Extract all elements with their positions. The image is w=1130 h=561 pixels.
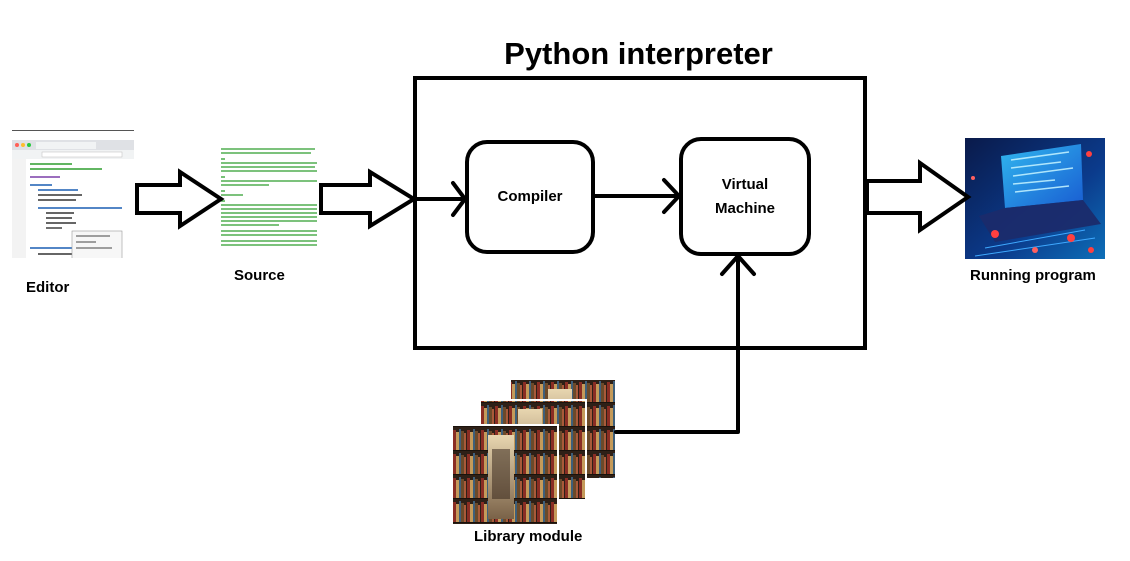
- interpreter-to-running-arrow: [865, 159, 972, 234]
- diagram-title: Python interpreter: [504, 36, 773, 71]
- compiler-label: Compiler: [497, 188, 563, 205]
- editor-label: Editor: [26, 279, 70, 296]
- entry-to-compiler-arrow: [412, 181, 467, 217]
- source-label: Source: [234, 267, 285, 284]
- running-program-label: Running program: [970, 267, 1096, 284]
- compiler-to-vm-arrow: [593, 178, 681, 214]
- compiler-node: Compiler: [465, 140, 595, 254]
- running-program-icon: [965, 138, 1105, 259]
- vm-label-line1: Virtual: [721, 175, 769, 193]
- library-to-vm-arrow: [614, 254, 756, 434]
- library-books-icon: [451, 378, 617, 526]
- editor-screenshot-icon: [12, 130, 134, 258]
- library-module-label: Library module: [474, 528, 583, 545]
- editor-to-source-arrow: [135, 168, 225, 230]
- virtual-machine-node: Virtual Machine: [679, 137, 811, 256]
- source-code-icon: [219, 146, 319, 252]
- vm-label-line2: Machine: [714, 199, 775, 217]
- source-to-interpreter-arrow: [319, 168, 418, 230]
